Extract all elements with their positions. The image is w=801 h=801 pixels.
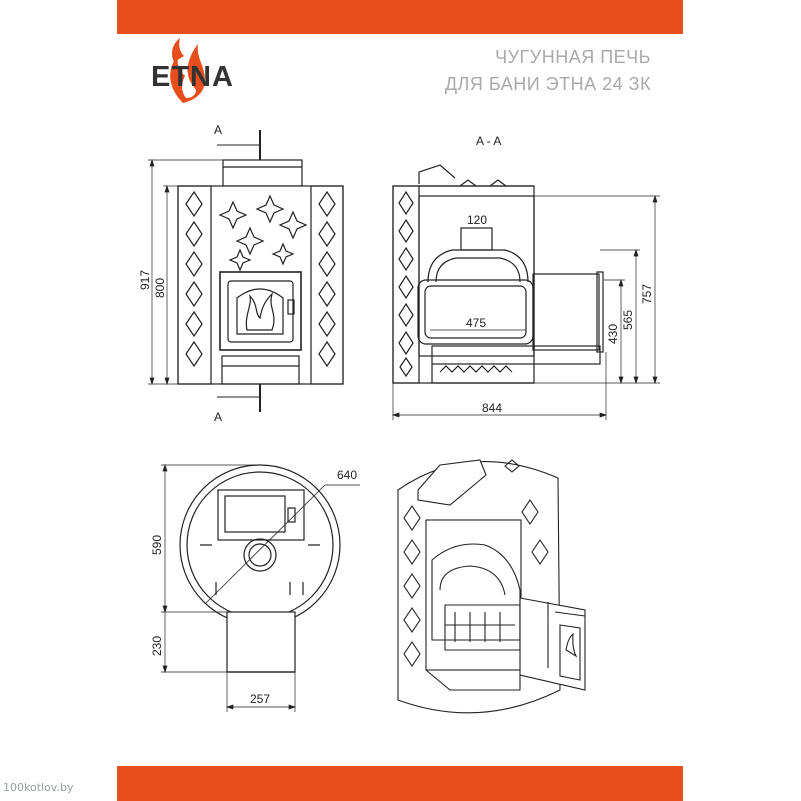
- dim-chimney: 120: [467, 213, 487, 227]
- front-view: [148, 130, 344, 412]
- section-mark-bottom: A: [214, 410, 222, 424]
- dim-tank-height: 565: [621, 310, 635, 330]
- dim-total-height: 917: [138, 270, 152, 290]
- dim-door-height: 430: [606, 324, 620, 344]
- isometric-cutaway: [397, 459, 586, 714]
- dim-body-height: 800: [153, 278, 167, 298]
- dim-depth: 590: [150, 535, 164, 555]
- section-mark-top: A: [214, 123, 222, 137]
- dim-total-length: 844: [482, 401, 502, 415]
- product-title-line2: ДЛЯ БАНИ ЭТНА 24 ЗК: [444, 74, 651, 94]
- brand-name: ETNA: [151, 61, 234, 93]
- product-title-line1: ЧУГУННАЯ ПЕЧЬ: [495, 47, 651, 67]
- section-label: A - A: [476, 134, 501, 148]
- watermark: 100kotlov.by: [3, 781, 74, 794]
- dim-firebox: 475: [466, 316, 486, 330]
- flame-icon: [170, 38, 205, 103]
- dim-diameter: 640: [337, 468, 357, 482]
- section-view: [391, 164, 660, 420]
- top-view: [161, 463, 360, 712]
- dim-body-height-section: 757: [640, 284, 654, 304]
- bottom-accent-band: [117, 766, 683, 801]
- dim-tunnel-width: 257: [250, 692, 270, 706]
- top-accent-band: [117, 0, 683, 34]
- dim-tunnel: 230: [150, 636, 164, 656]
